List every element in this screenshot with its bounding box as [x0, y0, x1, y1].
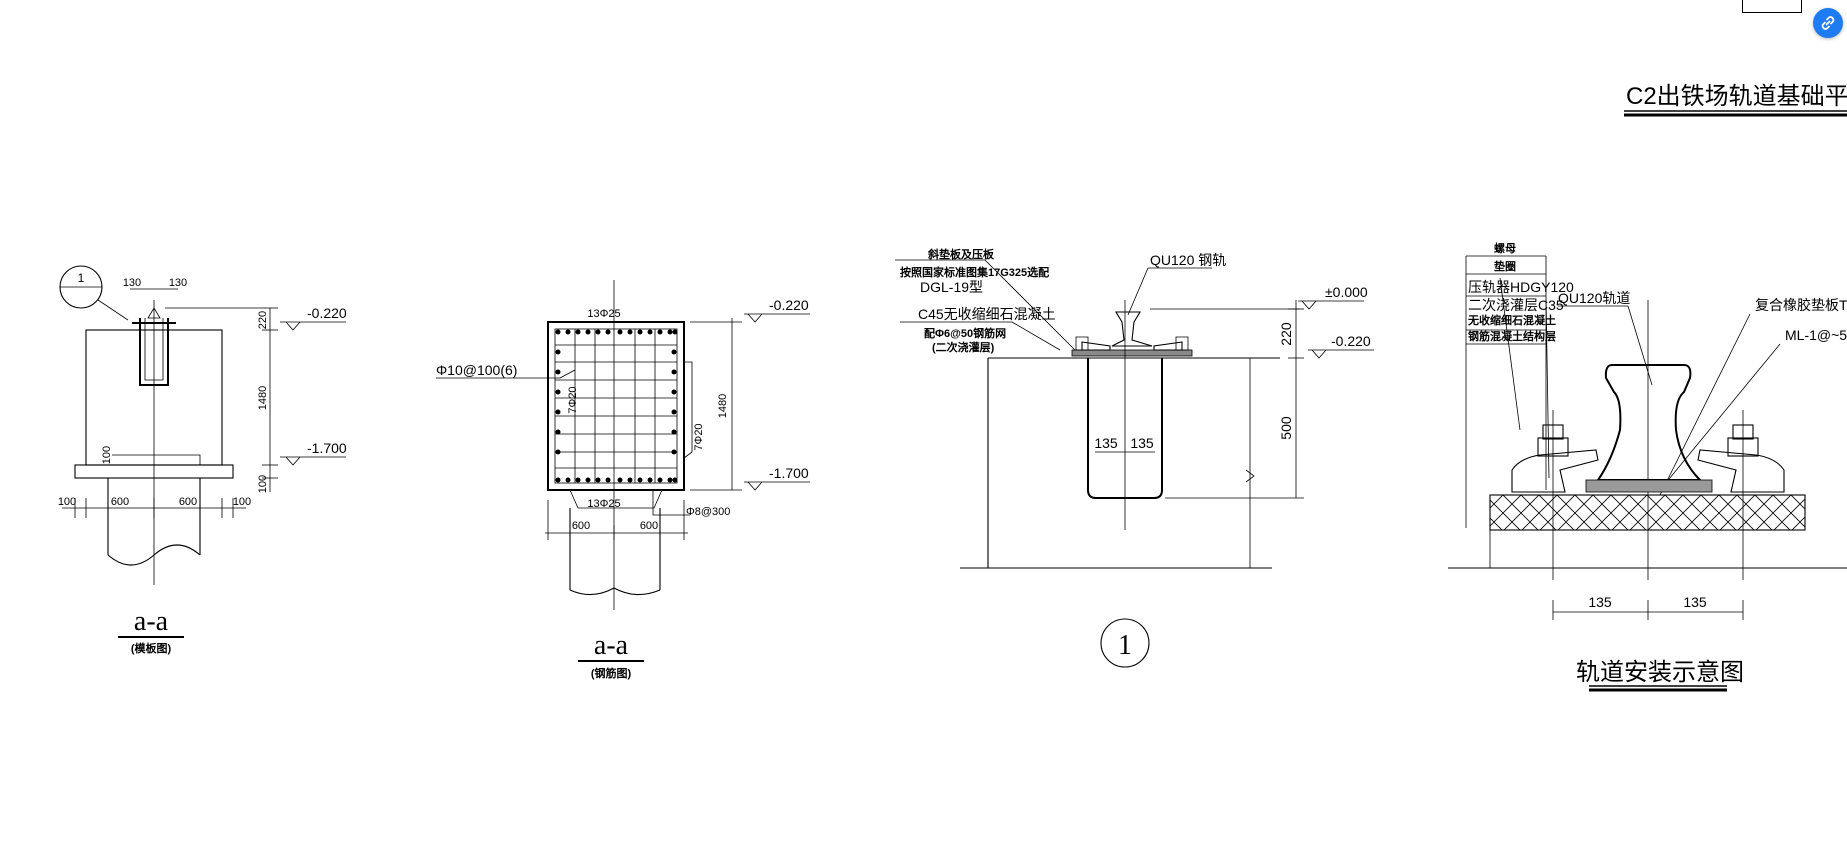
- note-text: 按照国家标准图集17G325选配: [900, 265, 1049, 279]
- formwork-section-view: 1 130 130 220 1480 100 100 -0.220 -1.700…: [58, 265, 347, 655]
- dim-small-100: 100: [101, 446, 113, 464]
- rail-installation-view: 螺母 垫圈 压轨器HDGY120 二次浇灌层C35 无收缩细石混凝土 钢筋混凝土…: [1448, 241, 1847, 692]
- dim-vertical-1480: 1480: [717, 394, 729, 418]
- dim-135: 135: [1683, 594, 1707, 610]
- dim-top-2: 130: [169, 277, 187, 289]
- legend-item: 二次浇灌层C35: [1468, 297, 1564, 313]
- rail-label: QU120 钢轨: [1150, 252, 1226, 268]
- note-text: (二次浇灌层): [932, 340, 995, 354]
- drawing-title: C2出铁场轨道基础平面布置: [1624, 83, 1847, 117]
- dim-vertical-220: 220: [1278, 322, 1294, 346]
- dim-vertical-220: 220: [257, 311, 269, 329]
- pad-label: 复合橡胶垫板TD-120: [1755, 297, 1847, 313]
- elevation-label: -0.220: [307, 305, 347, 321]
- pile-rebar-label: Φ8@300: [686, 506, 730, 518]
- section-subcaption: (模板图): [131, 641, 172, 655]
- dim-135: 135: [1130, 435, 1154, 451]
- note-text: 配Φ6@50钢筋网: [924, 326, 1006, 340]
- elevation-label: -0.220: [769, 297, 809, 313]
- dim-bottom-4: 100: [233, 496, 251, 508]
- rail-label: QU120轨道: [1558, 290, 1630, 306]
- section-caption: a-a: [134, 606, 169, 637]
- view-caption: 轨道安装示意图: [1576, 659, 1744, 686]
- page-number-box: [1742, 0, 1802, 13]
- legend-item: 钢筋混凝土结构层: [1468, 329, 1556, 343]
- dim-bottom-3: 600: [179, 496, 197, 508]
- detail-1-view: 斜垫板及压板 按照国家标准图集17G325选配 DGL-19型 C45无收缩细石…: [895, 247, 1374, 668]
- dim-vertical-500: 500: [1278, 416, 1294, 440]
- legend-item: 垫圈: [1494, 259, 1516, 273]
- side-rebar-right: 7Φ20: [693, 423, 705, 450]
- dim-135: 135: [1588, 594, 1612, 610]
- section-symbol-number: 1: [78, 271, 85, 285]
- legend-item: 螺母: [1494, 241, 1516, 255]
- drawing-title-text: C2出铁场轨道基础平面布置: [1626, 83, 1847, 110]
- rebar-top-label: 13Φ25: [587, 308, 620, 320]
- link-button[interactable]: [1813, 8, 1843, 38]
- legend-item: 压轨器HDGY120: [1468, 279, 1574, 295]
- ml-label: ML-1@~500: [1785, 327, 1847, 343]
- note-text: C45无收缩细石混凝土: [918, 306, 1056, 322]
- dim-135: 135: [1094, 435, 1118, 451]
- dim-bottom-2: 600: [111, 496, 129, 508]
- dim-bottom-2: 600: [640, 520, 658, 532]
- dim-vertical-100: 100: [257, 475, 269, 493]
- note-text: DGL-19型: [920, 279, 983, 295]
- note-text: 斜垫板及压板: [927, 247, 995, 261]
- elevation-label: -0.220: [1331, 333, 1371, 349]
- section-caption: a-a: [594, 630, 629, 661]
- elevation-label: -1.700: [769, 465, 809, 481]
- dim-vertical-1480: 1480: [257, 386, 269, 410]
- side-rebar-left: 7Φ20: [567, 386, 579, 413]
- legend-list: 螺母 垫圈 压轨器HDGY120 二次浇灌层C35 无收缩细石混凝土 钢筋混凝土…: [1465, 241, 1574, 528]
- detail-number: 1: [1118, 630, 1132, 661]
- legend-item: 无收缩细石混凝土: [1467, 313, 1556, 327]
- rebar-bottom-label: 13Φ25: [587, 498, 620, 510]
- stirrup-label: Φ10@100(6): [436, 362, 517, 378]
- dim-bottom-1: 100: [58, 496, 76, 508]
- elevation-label: ±0.000: [1325, 284, 1368, 300]
- elevation-label: -1.700: [307, 440, 347, 456]
- reinforcement-section-view: 13Φ25 13Φ25 Φ10@100(6) 7Φ20 7Φ20 Φ8@300 …: [436, 280, 810, 680]
- dim-bottom-1: 600: [572, 520, 590, 532]
- section-subcaption: (钢筋图): [591, 666, 632, 680]
- dim-top-1: 130: [123, 277, 141, 289]
- link-icon: [1821, 16, 1835, 30]
